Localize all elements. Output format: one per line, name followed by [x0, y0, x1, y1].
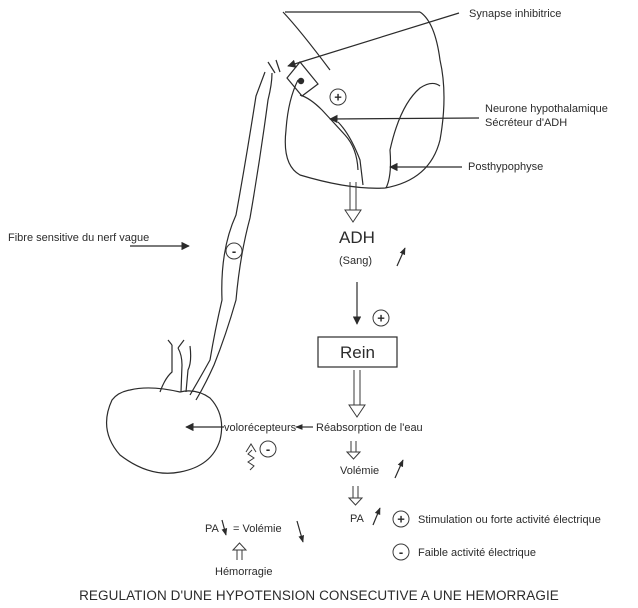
label-pa-left: PA — [205, 523, 220, 535]
hollow-arrow-reabsorption — [348, 370, 366, 418]
legend-minus: - Faible activité électrique — [392, 543, 536, 561]
arrow-pa-up — [372, 507, 381, 526]
svg-text:-: - — [399, 545, 403, 560]
label-volorecepteurs: volorécepteurs — [224, 422, 297, 434]
label-fibre: Fibre sensitive du nerf vague — [8, 232, 149, 244]
arrow-neurone — [329, 114, 480, 124]
arrow-adh-up — [396, 247, 406, 267]
label-rein: Rein — [340, 343, 375, 362]
legend-plus-label: Stimulation ou forte activité électrique — [418, 514, 601, 526]
legend-minus-label: Faible activité électrique — [418, 547, 536, 559]
vagus-nerve-fibre — [189, 59, 281, 401]
svg-text:+: + — [397, 512, 405, 527]
label-neurone: Neurone hypothalamique — [485, 103, 608, 115]
svg-text:-: - — [232, 244, 236, 259]
sign-minus-fibre: - — [225, 242, 243, 260]
arrow-volemie-down — [296, 520, 304, 543]
legend-plus: + Stimulation ou forte activité électriq… — [392, 510, 601, 528]
label-posthypophyse: Posthypophyse — [468, 161, 543, 173]
hypothalamus-shape — [282, 11, 445, 189]
hollow-arrow-volemie — [345, 441, 362, 460]
label-pa: PA — [350, 513, 365, 525]
heart-shape — [105, 339, 223, 474]
svg-text:+: + — [334, 90, 342, 105]
label-hemorragie: Hémorragie — [215, 566, 272, 578]
svg-text:-: - — [266, 442, 270, 457]
sign-plus-neuron: + — [329, 88, 347, 106]
arrow-volemie-up — [394, 459, 404, 479]
label-synapse: Synapse inhibitrice — [469, 8, 561, 20]
neuron-nucleus — [297, 77, 305, 85]
sign-plus-rein: + — [372, 309, 390, 327]
label-eq-volemie: = Volémie — [233, 523, 282, 535]
label-volemie: Volémie — [340, 465, 379, 477]
label-secreteur: Sécréteur d'ADH — [485, 117, 567, 129]
hollow-arrow-hemorragie — [231, 542, 248, 560]
caption: REGULATION D'UNE HYPOTENSION CONSECUTIVE… — [79, 588, 559, 603]
hollow-arrow-adh — [344, 182, 362, 223]
label-sang: (Sang) — [339, 255, 372, 267]
label-reabsorption: Réabsorption de l'eau — [316, 422, 423, 434]
svg-text:+: + — [377, 311, 385, 326]
hollow-arrow-pa — [347, 486, 364, 506]
label-adh: ADH — [339, 228, 375, 247]
rein-box: Rein — [317, 336, 398, 368]
arrow-synapse — [287, 12, 460, 68]
wavy-arrow-volorecepteurs — [245, 443, 257, 471]
sign-minus-volorecepteurs: - — [259, 440, 277, 458]
arrow-pa-down — [221, 519, 228, 536]
